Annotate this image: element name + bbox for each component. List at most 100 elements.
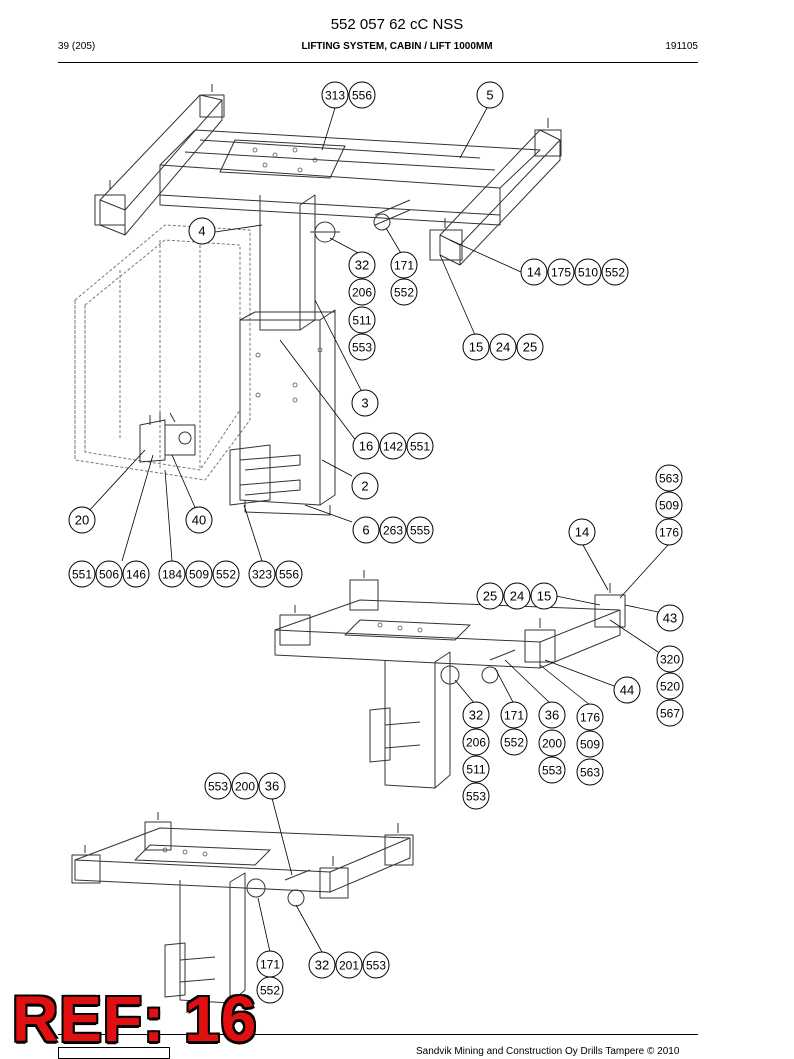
callout-142: 142 <box>379 432 407 460</box>
callout-circle <box>348 306 376 334</box>
callout-label: 14 <box>575 525 589 540</box>
callout-15: 15 <box>530 582 558 610</box>
callout-label: 563 <box>659 472 679 486</box>
callout-label: 43 <box>663 611 677 626</box>
callout-25: 25 <box>476 582 504 610</box>
callout-label: 553 <box>542 764 562 778</box>
callout-label: 176 <box>659 526 679 540</box>
callout-circle <box>576 703 604 731</box>
leader-lines <box>87 107 669 953</box>
callout-563: 563 <box>655 464 683 492</box>
callout-circle <box>352 432 380 460</box>
callout-circle <box>530 582 558 610</box>
callout-509: 509 <box>655 491 683 519</box>
callout-label: 551 <box>72 568 92 582</box>
callout-circle <box>547 258 575 286</box>
callout-circle <box>489 333 517 361</box>
document-title: 552 057 62 cC NSS <box>330 16 464 33</box>
callout-556: 556 <box>275 560 303 588</box>
top-frame-assembly <box>74 84 562 516</box>
callout-label: 555 <box>410 524 430 538</box>
callout-circle <box>576 758 604 786</box>
callout-label: 32 <box>355 258 369 273</box>
callout-circle <box>351 472 379 500</box>
callout-label: 201 <box>339 959 359 973</box>
callout-circle <box>656 672 684 700</box>
callout-circle <box>204 772 232 800</box>
callout-label: 553 <box>366 959 386 973</box>
callout-2: 2 <box>351 472 379 500</box>
callout-circle <box>406 516 434 544</box>
callout-circle <box>655 518 683 546</box>
callout-5: 5 <box>476 81 504 109</box>
document-code: 191105 <box>665 41 698 52</box>
callout-circle <box>275 560 303 588</box>
callout-552: 552 <box>212 560 240 588</box>
callout-171: 171 <box>500 701 528 729</box>
callout-circle <box>503 582 531 610</box>
callout-label: 142 <box>383 440 403 454</box>
callout-511: 511 <box>348 306 376 334</box>
callout-553: 553 <box>204 772 232 800</box>
callout-circle <box>462 755 490 783</box>
callout-circle <box>348 278 376 306</box>
callout-14: 14 <box>520 258 548 286</box>
callout-label: 40 <box>192 513 206 528</box>
callout-circle <box>95 560 123 588</box>
callout-201: 201 <box>335 951 363 979</box>
callout-176: 176 <box>576 703 604 731</box>
footer-rule <box>58 1034 698 1035</box>
callout-circle <box>158 560 186 588</box>
callout-circle <box>68 506 96 534</box>
callout-label: 509 <box>189 568 209 582</box>
callout-40: 40 <box>185 506 213 534</box>
callout-206: 206 <box>348 278 376 306</box>
callout-553: 553 <box>538 756 566 784</box>
bottom-frame-assembly <box>71 812 414 1004</box>
callout-552: 552 <box>256 976 284 1004</box>
callout-36: 36 <box>538 701 566 729</box>
callout-label: 563 <box>580 766 600 780</box>
callout-175: 175 <box>547 258 575 286</box>
callout-circle <box>568 518 596 546</box>
callout-label: 171 <box>260 958 280 972</box>
callout-label: 2 <box>361 479 368 494</box>
callout-circle <box>188 217 216 245</box>
callout-44: 44 <box>613 676 641 704</box>
callout-circle <box>655 464 683 492</box>
callout-label: 552 <box>605 266 625 280</box>
callout-3: 3 <box>351 389 379 417</box>
callout-36: 36 <box>258 772 286 800</box>
callout-25: 25 <box>516 333 544 361</box>
callout-label: 24 <box>496 340 510 355</box>
callout-label: 509 <box>659 499 679 513</box>
callout-label: 200 <box>235 780 255 794</box>
callout-label: 24 <box>510 589 524 604</box>
callout-label: 36 <box>545 708 559 723</box>
callout-label: 20 <box>75 513 89 528</box>
callout-circle <box>655 491 683 519</box>
callout-510: 510 <box>574 258 602 286</box>
callout-circle <box>348 81 376 109</box>
callout-circle <box>516 333 544 361</box>
callout-label: 4 <box>198 224 205 239</box>
callout-label: 552 <box>260 984 280 998</box>
callout-circle <box>308 951 336 979</box>
callout-label: 184 <box>162 568 182 582</box>
callout-184: 184 <box>158 560 186 588</box>
callout-label: 553 <box>352 341 372 355</box>
callout-circle <box>335 951 363 979</box>
callout-15: 15 <box>462 333 490 361</box>
callout-circle <box>656 604 684 632</box>
callout-24: 24 <box>489 333 517 361</box>
callout-label: 552 <box>394 286 414 300</box>
callout-label: 16 <box>359 439 373 454</box>
callout-6: 6 <box>352 516 380 544</box>
callout-263: 263 <box>379 516 407 544</box>
callout-43: 43 <box>656 604 684 632</box>
callout-circle <box>352 516 380 544</box>
callout-circle <box>476 582 504 610</box>
callout-circle <box>379 432 407 460</box>
callout-label: 44 <box>620 683 634 698</box>
callout-circle <box>256 976 284 1004</box>
